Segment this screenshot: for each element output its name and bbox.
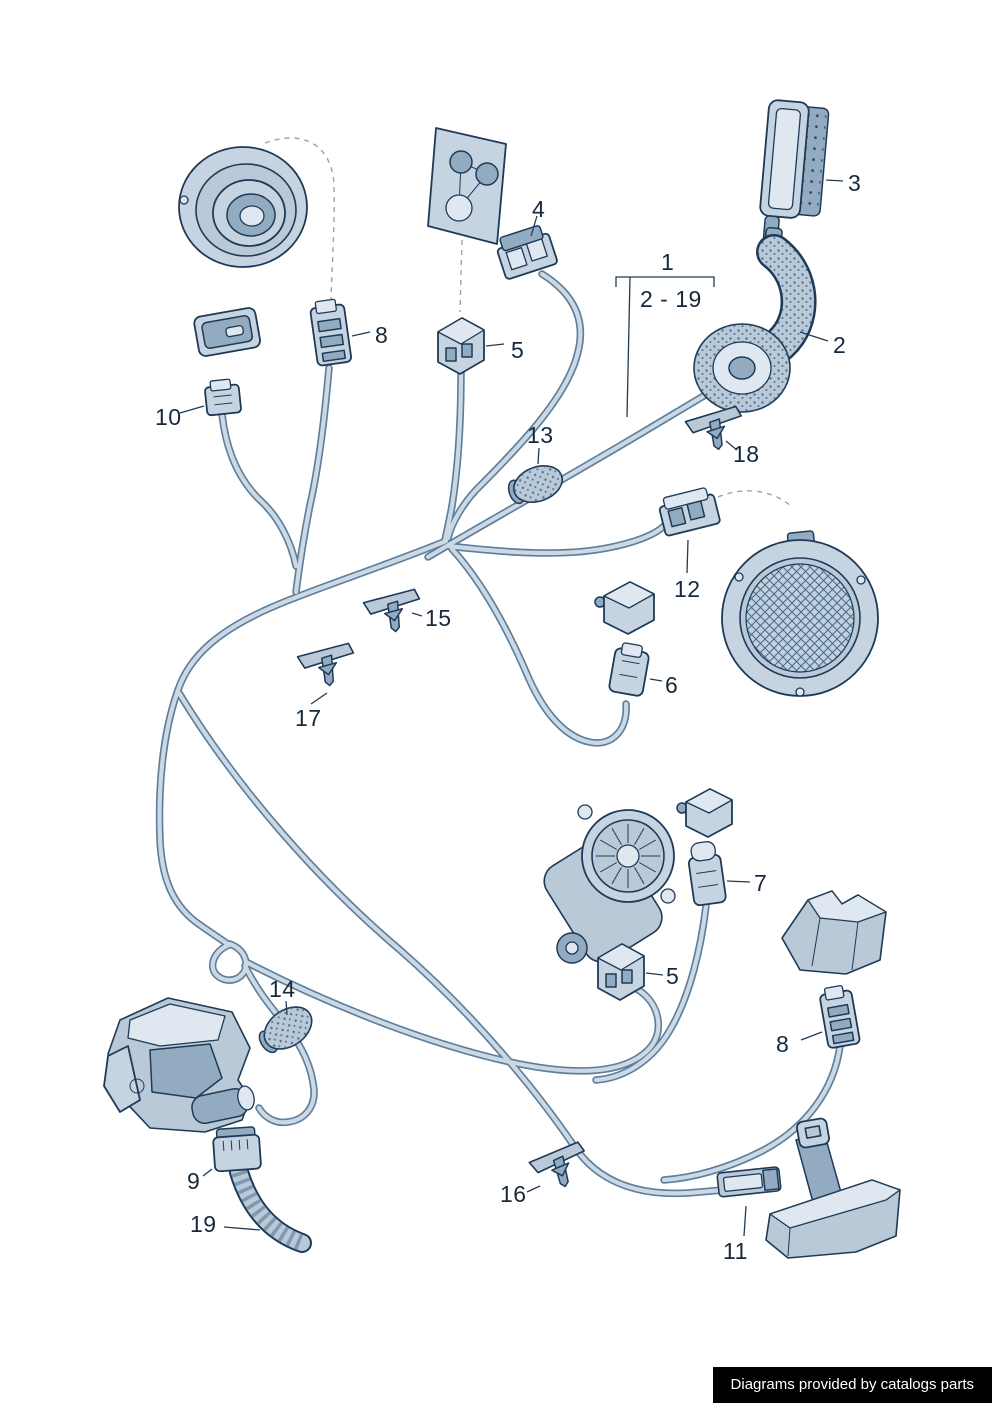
window-motor <box>543 804 676 964</box>
rear-door-speaker <box>721 530 879 697</box>
callout-4[interactable]: 4 <box>532 196 546 222</box>
connector-12 <box>658 487 721 537</box>
callout-16[interactable]: 16 <box>500 1181 527 1207</box>
callout-11[interactable]: 11 <box>723 1238 748 1264</box>
callout-1[interactable]: 1 <box>661 249 675 275</box>
grommet-13 <box>507 465 564 505</box>
relay-box-a <box>594 581 655 635</box>
clip-16 <box>526 1140 593 1195</box>
connector-8a <box>309 298 352 367</box>
callout-3[interactable]: 3 <box>848 170 862 196</box>
connector-5b <box>597 943 645 1001</box>
air-duct-2 <box>693 226 799 413</box>
callout-9[interactable]: 9 <box>187 1168 201 1194</box>
corrugated-tube-19 <box>239 1172 302 1243</box>
callout-2-19[interactable]: 2 - 19 <box>640 286 702 312</box>
footer-attribution: Diagrams provided by catalogs parts <box>712 1367 992 1403</box>
door-lock <box>103 997 255 1133</box>
window-bracket <box>781 890 887 975</box>
connector-9 <box>212 1126 262 1173</box>
clip-17 <box>295 642 358 690</box>
connector-5a <box>437 317 485 375</box>
tweeter-3 <box>759 99 830 256</box>
grommet-14 <box>258 1006 313 1054</box>
callout-2[interactable]: 2 <box>833 332 847 358</box>
clip-15 <box>361 588 424 636</box>
connector-6 <box>608 642 650 697</box>
callout-12[interactable]: 12 <box>674 576 701 602</box>
bracket-plate <box>427 127 507 245</box>
callout-17[interactable]: 17 <box>295 705 322 731</box>
mirror-assembly <box>765 1117 901 1259</box>
switch-blank <box>193 307 261 357</box>
callout-6[interactable]: 6 <box>665 672 679 698</box>
connector-10 <box>204 378 242 417</box>
callout-7[interactable]: 7 <box>754 870 768 896</box>
connector-4 <box>496 225 558 280</box>
callout-14[interactable]: 14 <box>269 976 296 1002</box>
callout-5a[interactable]: 5 <box>511 337 525 363</box>
front-door-speaker <box>178 146 308 268</box>
callout-leaders <box>179 179 844 1237</box>
callout-5b[interactable]: 5 <box>666 963 680 989</box>
connector-7 <box>687 841 727 907</box>
callout-19[interactable]: 19 <box>190 1211 217 1237</box>
callout-8b[interactable]: 8 <box>776 1031 790 1057</box>
callout-15[interactable]: 15 <box>425 605 452 631</box>
sensor-11 <box>716 1166 782 1198</box>
dashed-leaders <box>264 137 793 508</box>
connector-8b <box>819 984 861 1049</box>
callout-18[interactable]: 18 <box>733 441 760 467</box>
callout-8a[interactable]: 8 <box>375 322 389 348</box>
callout-10[interactable]: 10 <box>155 404 182 430</box>
relay-box-b <box>676 788 733 838</box>
callout-13[interactable]: 13 <box>527 422 554 448</box>
